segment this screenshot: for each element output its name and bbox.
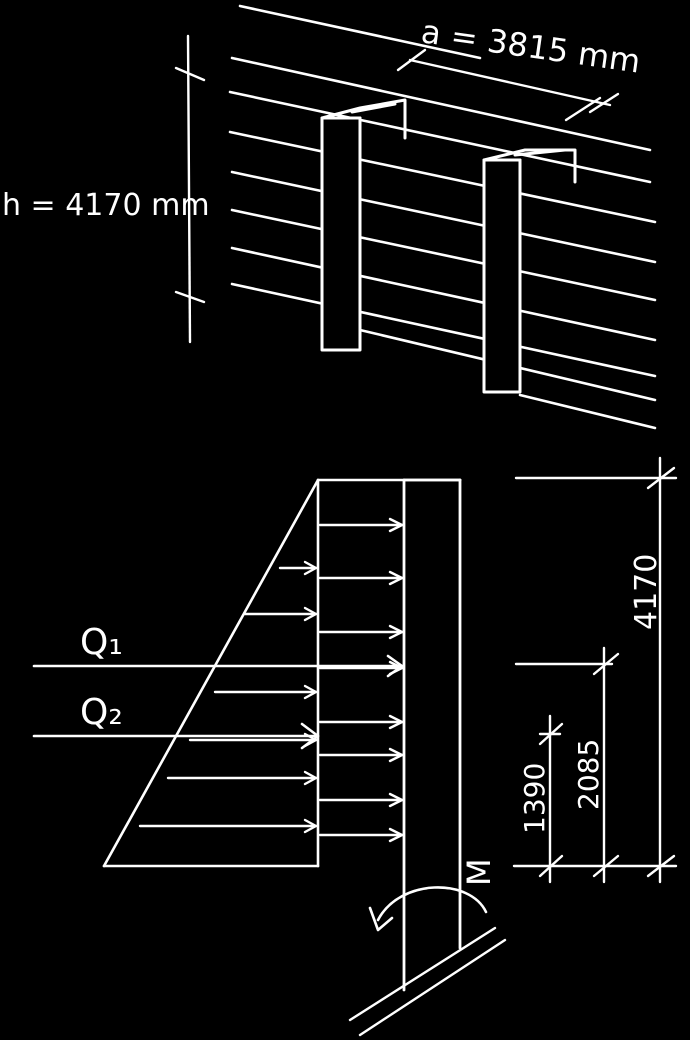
uniform-load-arrows — [318, 517, 404, 843]
triangular-load-arrows — [138, 560, 318, 834]
moment-arc — [368, 886, 488, 932]
post-left — [320, 98, 407, 352]
resultant-q2 — [32, 722, 320, 750]
post-right — [482, 148, 577, 394]
dimension-lines — [512, 456, 678, 884]
spacing-dimension — [396, 48, 620, 122]
q1-label: Q₁ — [80, 622, 123, 663]
dim-total-label: 4170 — [629, 554, 664, 630]
height-label: h = 4170 mm — [2, 188, 210, 223]
triangular-load-outline — [102, 478, 462, 868]
height-dimension — [174, 34, 206, 344]
resultant-q1 — [32, 654, 404, 678]
moment-label: M — [460, 858, 498, 886]
ground-support — [348, 926, 507, 1037]
column — [402, 478, 462, 992]
q2-label: Q₂ — [80, 692, 123, 733]
dim-q1-label: 2085 — [572, 739, 605, 810]
dim-q2-label: 1390 — [518, 763, 551, 834]
